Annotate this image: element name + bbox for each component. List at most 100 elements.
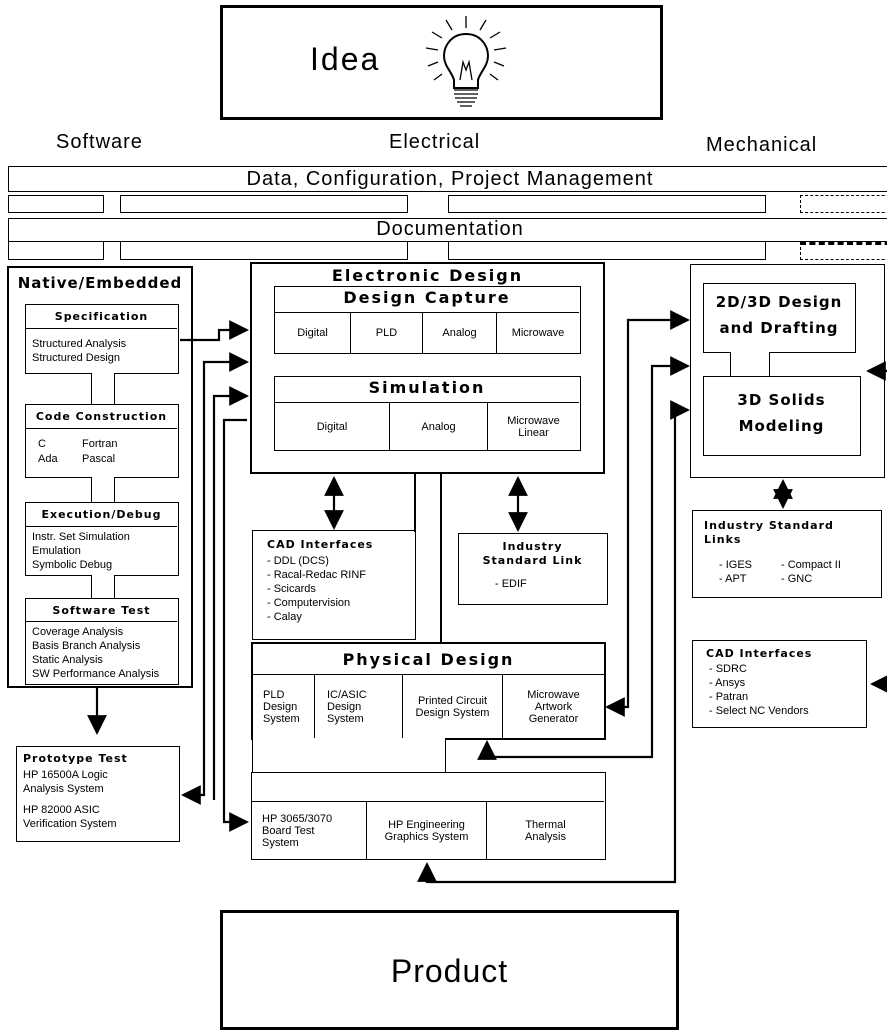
execution-connector — [91, 575, 115, 600]
native-embedded-title: Native/Embedded — [17, 274, 183, 292]
cad-left-item: - Calay — [267, 611, 302, 623]
board-graphics-line: Graphics System — [384, 830, 469, 843]
physical-pld-line: Design — [263, 701, 298, 713]
physical-ic-line: Design — [327, 701, 362, 713]
documentation-slot-electrical-right — [448, 242, 766, 260]
simulation-title: Simulation — [368, 378, 486, 397]
solids-line: Modeling — [738, 417, 825, 435]
isl-mech-title-line2: Links — [704, 533, 742, 546]
execution-item: Instr. Set Simulation — [32, 531, 130, 543]
board-thermal-line: Thermal — [525, 818, 566, 831]
design-capture-title: Design Capture — [343, 288, 511, 307]
physical-mw-line: Microwave — [527, 689, 580, 701]
physical-cell-printed-circuit: Printed Circuit Design System — [403, 675, 503, 739]
isl-mech-item: - Compact II — [781, 559, 841, 571]
cad-interfaces-left-box: CAD Interfaces - DDL (DCS) - Racal-Redac… — [252, 530, 416, 640]
capture-cell-digital: Digital — [275, 313, 351, 353]
physical-pld-line: System — [263, 713, 300, 725]
physical-to-board-connector — [252, 738, 446, 774]
management-slot-electrical-right — [448, 195, 766, 213]
physical-cell-pld: PLD Design System — [253, 675, 315, 739]
simulation-box: Simulation Digital Analog Microwave Line… — [274, 376, 581, 451]
isl-mech-item: - IGES — [719, 559, 753, 571]
specification-item: Structured Design — [32, 352, 121, 364]
execution-debug-title: Execution/Debug — [41, 508, 162, 521]
prototype-item: HP 82000 ASIC — [23, 804, 100, 816]
simulation-cell-analog: Analog — [390, 403, 488, 450]
cad-left-item: - DDL (DCS) — [267, 555, 329, 567]
software-test-item: Coverage Analysis — [32, 626, 124, 638]
board-cell-thermal: Thermal Analysis — [487, 802, 604, 859]
capture-cell-pld: PLD — [351, 313, 423, 353]
prototype-test-title: Prototype Test — [23, 752, 128, 765]
electrical-column-label: Electrical — [389, 131, 481, 153]
cad-interfaces-right-box: CAD Interfaces - SDRC - Ansys - Patran -… — [692, 640, 867, 728]
specification-item: Structured Analysis — [32, 338, 127, 350]
physical-ic-line: System — [327, 713, 364, 725]
software-test-item: Static Analysis — [32, 654, 103, 666]
idea-label: Idea — [310, 41, 381, 77]
board-cell-engineering-graphics: HP Engineering Graphics System — [367, 802, 487, 859]
isl-title-line2: Standard Link — [482, 554, 583, 567]
software-test-box: Software Test Coverage Analysis Basis Br… — [25, 598, 179, 685]
prototype-item: HP 16500A Logic — [23, 769, 108, 781]
cad-left-item: - Scicards — [267, 583, 316, 595]
isl-item: - EDIF — [495, 578, 527, 590]
software-test-item: Basis Branch Analysis — [32, 640, 141, 652]
physical-ic-line: IC/ASIC — [327, 689, 367, 701]
electronic-left-connector — [414, 472, 416, 532]
isl-mech-title-line1: Industry Standard — [704, 519, 834, 532]
physical-pld-line: PLD — [263, 689, 285, 701]
design-capture-box: Design Capture Digital PLD Analog Microw… — [274, 286, 581, 354]
board-graphics-line: HP Engineering — [388, 818, 465, 831]
specification-title: Specification — [54, 310, 149, 323]
physical-cell-ic-asic: IC/ASIC Design System — [315, 675, 403, 739]
documentation-slot-mechanical — [800, 242, 887, 260]
management-label: Data, Configuration, Project Management — [246, 168, 654, 190]
isl-title-line1: Industry — [502, 540, 563, 553]
code-item-c: C — [38, 438, 46, 450]
physical-design-panel: Physical Design PLD Design System IC/ASI… — [251, 642, 606, 740]
execution-debug-box: Execution/Debug Instr. Set Simulation Em… — [25, 502, 179, 576]
code-item-ada: Ada — [38, 453, 58, 465]
cad-right-item: - Patran — [709, 691, 749, 703]
documentation-label: Documentation — [376, 218, 524, 240]
cad-interfaces-left-title: CAD Interfaces — [267, 538, 374, 551]
specification-connector — [91, 373, 115, 406]
prototype-item: Analysis System — [23, 783, 104, 795]
cad-right-item: - Select NC Vendors — [709, 705, 809, 717]
physical-cell-microwave-artwork: Microwave Artwork Generator — [503, 675, 604, 739]
drafting-connector — [730, 352, 770, 378]
cad-right-item: - Ansys — [709, 677, 746, 689]
management-slot-electrical — [120, 195, 408, 213]
physical-pc-line: Design System — [415, 707, 490, 719]
industry-standard-links-mech-box: Industry Standard Links - IGES - Compact… — [692, 510, 882, 598]
code-item-pascal: Pascal — [82, 453, 116, 465]
cad-left-item: - Racal-Redac RINF — [267, 569, 367, 581]
prototype-item: Verification System — [23, 818, 117, 830]
isl-mech-item: - GNC — [781, 573, 813, 585]
physical-mw-line: Generator — [528, 713, 579, 725]
capture-cell-analog: Analog — [423, 313, 497, 353]
design-drafting-box: 2D/3D Design and Drafting — [703, 283, 856, 353]
product-label: Product — [390, 953, 509, 989]
code-construction-box: Code Construction C Fortran Ada Pascal — [25, 404, 179, 478]
simulation-cell-digital: Digital — [275, 403, 390, 450]
management-band — [8, 166, 887, 192]
industry-standard-link-box: Industry Standard Link - EDIF — [458, 533, 608, 605]
simulation-microwave: Microwave — [507, 414, 560, 427]
management-slot-mechanical — [800, 195, 887, 213]
capture-cell-microwave: Microwave — [511, 327, 565, 339]
mechanical-column-label: Mechanical — [706, 134, 818, 156]
code-connector — [91, 477, 115, 504]
drafting-line: 2D/3D Design — [715, 293, 843, 311]
documentation-band — [8, 218, 887, 242]
management-slot-software — [8, 195, 104, 213]
board-test-panel: HP 3065/3070 Board Test System HP Engine… — [251, 772, 606, 860]
physical-mw-line: Artwork — [534, 701, 573, 713]
execution-item: Symbolic Debug — [32, 559, 113, 571]
board-cell-hp3065: HP 3065/3070 Board Test System — [252, 802, 367, 859]
board-hp3065-line: Board Test — [262, 824, 315, 837]
product-box: Product — [220, 910, 679, 1030]
simulation-linear: Linear — [518, 426, 549, 439]
